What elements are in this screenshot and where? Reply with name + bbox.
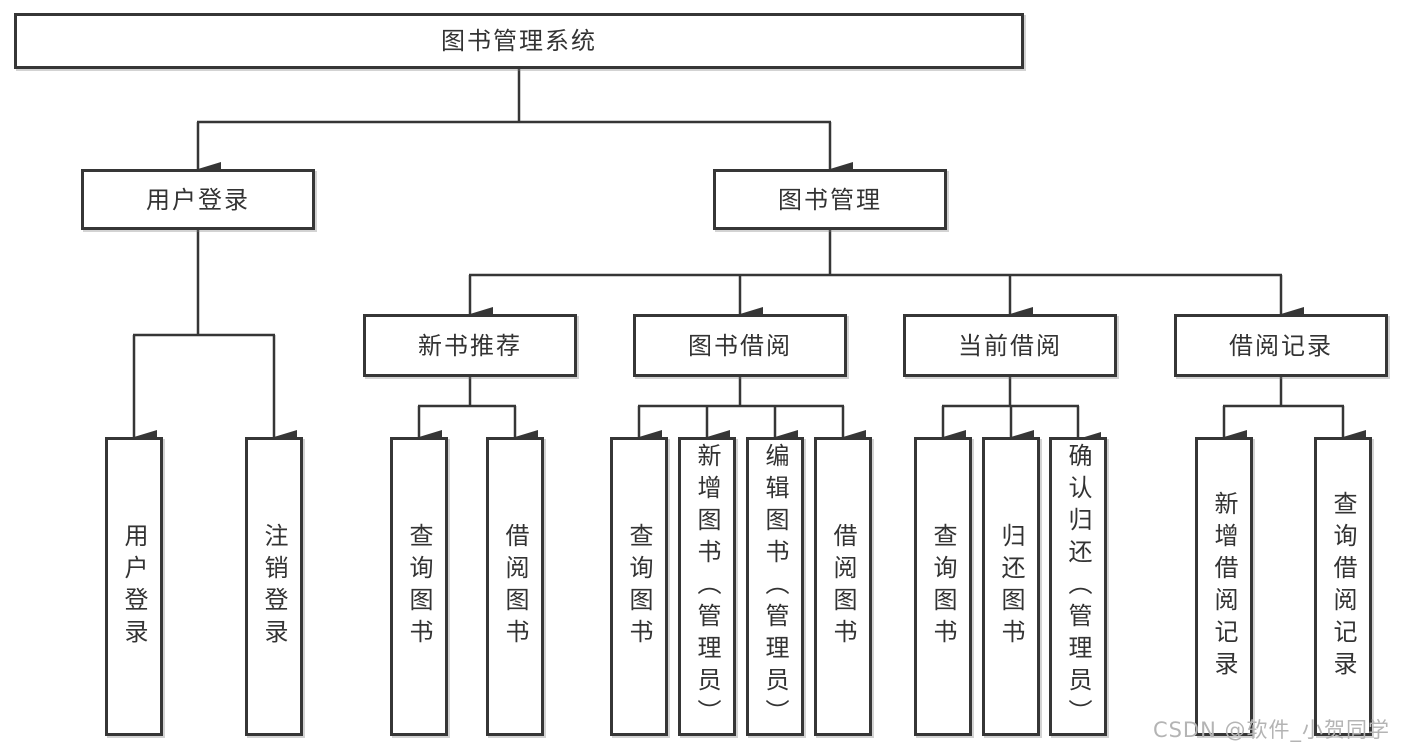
node-label: 注销登录 bbox=[260, 522, 288, 651]
node-label: 新增图书（管理员） bbox=[693, 442, 721, 731]
leaf-query-borrow-record: 查询借阅记录 bbox=[1314, 437, 1372, 736]
node-label: 新增借阅记录 bbox=[1210, 490, 1238, 683]
leaf-borrow-books-rec: 借阅图书 bbox=[486, 437, 544, 736]
node-borrowing-records: 借阅记录 bbox=[1174, 314, 1388, 377]
node-label: 查询图书 bbox=[625, 522, 653, 651]
node-library-management-system: 图书管理系统 bbox=[14, 13, 1024, 69]
node-label: 新书推荐 bbox=[418, 331, 522, 360]
leaf-add-book-admin: 新增图书（管理员） bbox=[678, 437, 736, 736]
node-label: 图书借阅 bbox=[688, 331, 792, 360]
node-book-management: 图书管理 bbox=[713, 169, 947, 230]
node-label: 用户登录 bbox=[146, 185, 250, 214]
leaf-query-books-current: 查询图书 bbox=[914, 437, 972, 736]
node-label: 图书管理 bbox=[778, 185, 882, 214]
leaf-logout: 注销登录 bbox=[245, 437, 303, 736]
node-label: 归还图书 bbox=[997, 522, 1025, 651]
leaf-return-books: 归还图书 bbox=[982, 437, 1040, 736]
node-label: 查询图书 bbox=[929, 522, 957, 651]
node-label: 确认归还（管理员） bbox=[1064, 442, 1092, 731]
node-label: 借阅记录 bbox=[1229, 331, 1333, 360]
node-label: 图书管理系统 bbox=[441, 27, 597, 55]
csdn-watermark: CSDN @软件_小贺同学 bbox=[1152, 718, 1390, 742]
leaf-confirm-return-admin: 确认归还（管理员） bbox=[1049, 437, 1107, 736]
node-label: 借阅图书 bbox=[829, 522, 857, 651]
node-label: 查询借阅记录 bbox=[1329, 490, 1357, 683]
node-label: 借阅图书 bbox=[501, 522, 529, 651]
leaf-edit-book-admin: 编辑图书（管理员） bbox=[746, 437, 804, 736]
leaf-user-login: 用户登录 bbox=[105, 437, 163, 736]
leaf-add-borrow-record: 新增借阅记录 bbox=[1195, 437, 1253, 736]
node-new-book-recommendation: 新书推荐 bbox=[363, 314, 577, 377]
node-user-login: 用户登录 bbox=[81, 169, 315, 230]
leaf-query-books-rec: 查询图书 bbox=[390, 437, 448, 736]
leaf-borrow-books-borrowing: 借阅图书 bbox=[814, 437, 872, 736]
node-current-borrowing: 当前借阅 bbox=[903, 314, 1117, 377]
node-label: 编辑图书（管理员） bbox=[761, 442, 789, 731]
node-label: 用户登录 bbox=[120, 522, 148, 651]
node-label: 当前借阅 bbox=[958, 331, 1062, 360]
leaf-query-books-borrowing: 查询图书 bbox=[610, 437, 668, 736]
node-book-borrowing: 图书借阅 bbox=[633, 314, 847, 377]
node-label: 查询图书 bbox=[405, 522, 433, 651]
